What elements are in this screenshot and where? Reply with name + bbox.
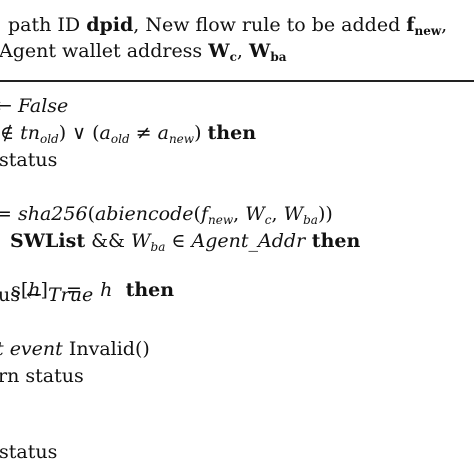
algorithm-input-line-1: path ID dpid, New flow rule to be added …: [8, 14, 448, 38]
l4-c2: ,: [271, 203, 284, 225]
l5-agent-addr: Agent_Addr: [191, 230, 306, 252]
header-divider: [0, 80, 474, 82]
algo-line-8: t event Invalid(): [0, 338, 150, 360]
input-flow-text: , New flow rule to be added: [133, 14, 407, 36]
l2-a-new: a: [157, 122, 169, 144]
algo-line-7: us ← True: [0, 284, 93, 306]
input-agent-text: Agent wallet address: [0, 40, 209, 62]
l4-wba-sub: ba: [303, 213, 318, 227]
l4-sha: sha256: [17, 203, 88, 225]
l2-a-old-sub: old: [110, 132, 130, 146]
l10-status: status: [0, 441, 58, 463]
l7-true: True: [48, 284, 94, 306]
l4-p1: (: [87, 203, 95, 225]
l5-wba: W: [131, 230, 151, 252]
l4-eq: =: [0, 203, 12, 225]
l2-a-old: a: [99, 122, 111, 144]
l4-wba: W: [283, 203, 304, 225]
l2-a-new-sub: new: [168, 132, 195, 146]
l7-status: us ←: [0, 284, 48, 306]
wba-subscript: ba: [270, 50, 287, 64]
l4-wc: W: [245, 203, 265, 225]
l2-tn-sub: old: [39, 132, 59, 146]
l5-swlist: SWList: [10, 230, 86, 252]
l2-close: ): [194, 122, 208, 144]
dpid-symbol: dpid: [86, 14, 134, 36]
algo-line-9: rn status: [0, 365, 84, 387]
l2-tn: tn: [20, 122, 40, 144]
l2-then: then: [207, 122, 257, 144]
l1-false: False: [17, 95, 69, 117]
l6-eq: ] =: [40, 279, 101, 301]
input-comma: ,: [441, 14, 448, 36]
input-path-text: path ID: [8, 14, 87, 36]
l4-wc-sub: c: [264, 213, 272, 227]
l4-close: )): [317, 203, 333, 225]
l1-arrow: ←: [0, 95, 12, 117]
l4-f: f: [200, 203, 208, 225]
l8-event: event: [9, 338, 63, 360]
l6-h1: h: [28, 279, 41, 301]
algo-line-6: s[h] = h then: [0, 257, 174, 301]
algo-line-2: ∉ tnold) ∨ (aold ≠ anew) then: [0, 122, 257, 146]
f-new-subscript: new: [414, 24, 442, 38]
algo-line-4: = sha256(abiencode(fnew, Wc, Wba)): [0, 203, 333, 227]
l8-emit: t: [0, 338, 10, 360]
l5-and: &&: [85, 230, 132, 252]
l8-invalid: Invalid(): [62, 338, 150, 360]
f-new-symbol: f: [406, 14, 415, 36]
l4-p2: (: [193, 203, 201, 225]
l4-c1: ,: [233, 203, 246, 225]
algo-line-10: status: [0, 441, 57, 463]
l6-then: then: [112, 279, 175, 301]
algo-line-5: SWList && Wba ∈ Agent_Addr then: [10, 230, 361, 254]
l3-status: status: [0, 149, 58, 171]
l5-then: then: [305, 230, 361, 252]
l2-notin: ∉: [0, 122, 21, 144]
l2-neq: ≠: [129, 122, 158, 144]
l6-s: s[: [11, 279, 29, 301]
wba-symbol: W: [248, 40, 271, 62]
algo-line-1: ← False: [0, 95, 68, 117]
algo-line-3: status: [0, 149, 57, 171]
input-sep: ,: [236, 40, 249, 62]
l9-return: rn status: [0, 365, 84, 387]
l2-or: ) ∨ (: [58, 122, 100, 144]
l5-wba-sub: ba: [150, 240, 166, 254]
l4-abiencode: abiencode: [94, 203, 194, 225]
algorithm-input-line-2: Agent wallet address Wc, Wba: [0, 40, 287, 64]
l5-in: ∈: [165, 230, 192, 252]
l6-h2: h: [100, 279, 113, 301]
wc-subscript: c: [229, 50, 237, 64]
l4-f-sub: new: [208, 213, 234, 227]
wc-symbol: W: [208, 40, 230, 62]
